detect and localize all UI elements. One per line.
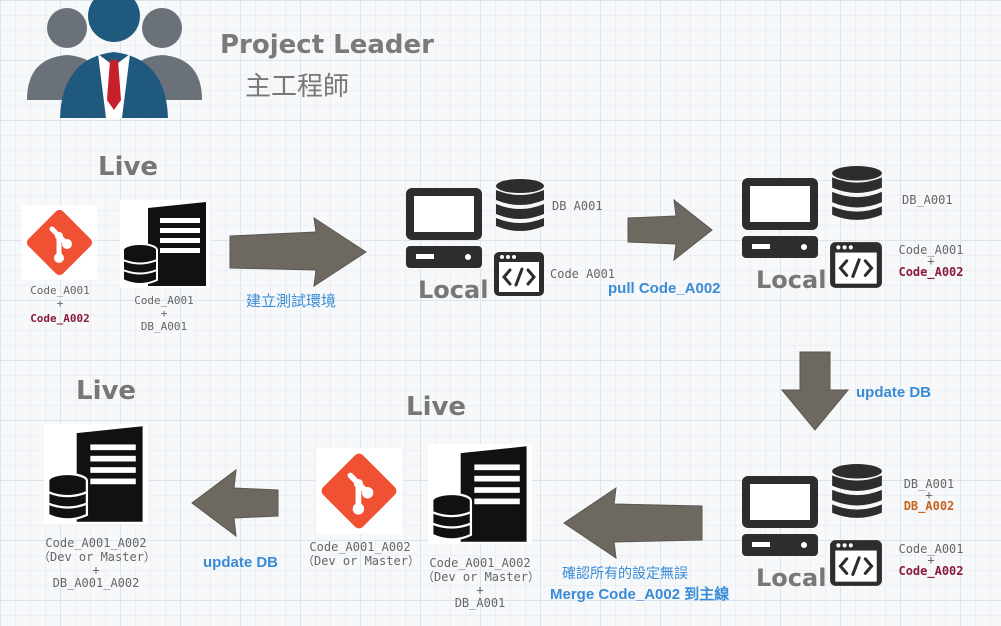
caption-plus: + — [56, 297, 64, 310]
local-2-code-label: Code_A001 + Code_A002 — [896, 244, 966, 279]
caption-plus: + — [927, 254, 935, 268]
git-tile-2 — [316, 448, 402, 534]
local-3-db-label: DB_A001 + DB_A002 — [896, 478, 962, 513]
role-title-zh: 主工程師 — [245, 72, 350, 102]
git-caption-1: Code_A001 + Code_A002 — [22, 284, 98, 325]
arrow-3-label: update DB — [856, 384, 931, 401]
server-db-icon — [47, 426, 143, 522]
code-window-icon-1 — [492, 250, 546, 298]
caption-line: （Dev or Master） — [302, 554, 420, 568]
caption-line-highlight: DB_A002 — [903, 499, 955, 513]
caption-line-highlight: Code_A002 — [898, 564, 964, 578]
stage-live-2-title: Live — [406, 392, 467, 422]
caption-line: （Dev or Master） — [38, 550, 156, 564]
server-caption-2: Code_A001_A002 （Dev or Master） + DB_A001 — [422, 556, 540, 610]
server-tile-3 — [44, 424, 148, 524]
local-1-code-label: Code A001 — [550, 267, 616, 281]
code-window-icon-3 — [828, 538, 884, 588]
stage-local-3-title: Local — [756, 564, 827, 592]
caption-line: DB_A001 — [903, 477, 955, 491]
arrow-left-4 — [562, 486, 704, 560]
arrow-4-label-1: 確認所有的設定無誤 — [562, 565, 688, 581]
arrow-down-3 — [780, 350, 850, 432]
caption-line: DB_A001_A002 — [52, 576, 140, 590]
caption-plus: + — [927, 553, 935, 567]
stage-live-1-title: Live — [98, 152, 159, 182]
caption-line: Code_A001 — [898, 243, 964, 257]
server-caption-1: Code_A001 + DB_A001 — [124, 294, 204, 333]
caption-line: Code_A001_A002 — [429, 556, 531, 570]
arrow-1-label: 建立測試環境 — [246, 293, 337, 310]
computer-icon-2 — [740, 176, 820, 260]
arrow-4-label-2: Merge Code_A002 到主線 — [550, 586, 730, 603]
server-db-icon — [431, 446, 527, 542]
caption-line: Code_A001 — [898, 542, 964, 556]
caption-line: DB_A001 — [140, 320, 188, 333]
computer-icon-3 — [740, 474, 820, 558]
git-caption-2: Code_A001_A002 （Dev or Master） — [302, 540, 420, 568]
caption-plus: + — [925, 488, 933, 502]
caption-plus: + — [160, 307, 168, 320]
local-3-code-label: Code_A001 + Code_A002 — [896, 543, 966, 578]
database-icon-1 — [494, 178, 546, 234]
stage-local-1-title: Local — [418, 276, 489, 304]
arrow-left-5 — [190, 468, 280, 538]
stage-live-3-title: Live — [76, 376, 137, 406]
database-icon-3 — [830, 463, 884, 521]
server-tile-2 — [428, 444, 532, 544]
arrow-5-label: update DB — [203, 554, 278, 571]
server-tile-1 — [120, 200, 210, 288]
caption-line-highlight: Code_A002 — [898, 265, 964, 279]
computer-icon-1 — [404, 186, 484, 270]
caption-plus: + — [92, 563, 100, 577]
caption-line: Code_A001 — [134, 294, 194, 307]
stage-local-2-title: Local — [756, 266, 827, 294]
team-icon — [22, 0, 207, 120]
caption-line: Code_A001_A002 — [309, 540, 411, 554]
git-tile-1 — [22, 205, 97, 280]
caption-line-highlight: Code_A002 — [30, 312, 90, 325]
git-icon — [26, 209, 93, 276]
server-db-icon — [122, 202, 206, 286]
caption-line: DB_A001 — [454, 596, 506, 610]
caption-line: Code_A001_A002 — [45, 536, 147, 550]
caption-line: Code_A001 — [30, 284, 90, 297]
local-1-db-label: DB A001 — [552, 199, 603, 213]
server-caption-3: Code_A001_A002 （Dev or Master） + DB_A001… — [38, 536, 156, 590]
caption-line: （Dev or Master） — [422, 570, 540, 584]
role-title-en: Project Leader — [220, 30, 434, 60]
arrow-right-1 — [228, 216, 368, 288]
database-icon-2 — [830, 165, 884, 223]
local-2-db-label: DB_A001 — [902, 193, 953, 207]
caption-plus: + — [476, 583, 484, 597]
arrow-right-2 — [626, 198, 714, 262]
arrow-2-label: pull Code_A002 — [608, 280, 721, 297]
git-icon — [321, 453, 397, 529]
code-window-icon-2 — [828, 240, 884, 290]
